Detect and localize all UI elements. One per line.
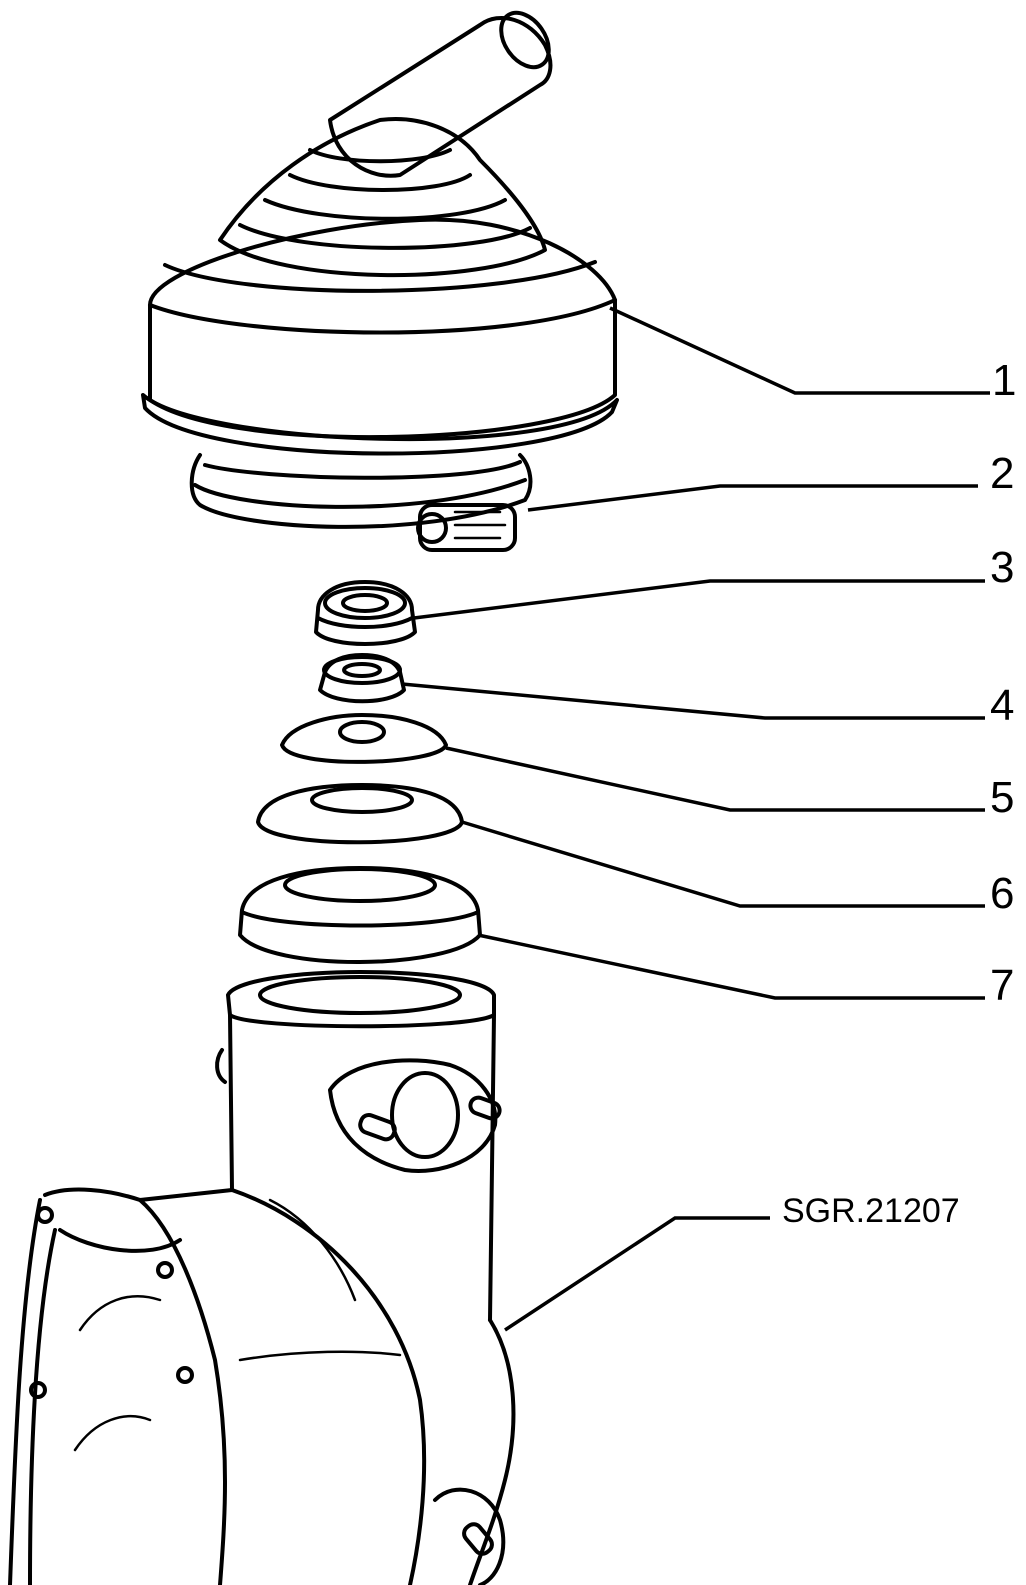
leader-line-3 [413,579,985,620]
washer-part [256,783,464,845]
boot-part [141,10,619,456]
callout-5: 5 [990,773,1014,822]
callout-numbers: 1 2 3 4 5 6 7 [990,356,1016,1010]
leader-line-6 [461,820,985,908]
callout-3: 3 [990,543,1014,592]
callout-4: 4 [990,681,1014,730]
leader-line-7 [477,933,985,1000]
callout-7: 7 [990,961,1014,1010]
drawing-reference: SGR.21207 [782,1192,960,1230]
leader-lines [401,306,990,1332]
gearbox-housing [8,970,516,1585]
leader-line-1 [609,306,990,395]
callout-1: 1 [992,356,1016,405]
ball-seat-part [318,653,406,704]
bushing-part [314,580,417,646]
clamp-part [189,453,533,552]
cup-part [280,713,448,764]
leader-line-2 [527,484,978,512]
leader-line-5 [445,746,985,812]
callout-6: 6 [990,869,1014,918]
cover-part [238,866,482,964]
callout-2: 2 [990,449,1014,498]
leader-line-ref [504,1216,770,1332]
leader-line-4 [401,682,985,720]
